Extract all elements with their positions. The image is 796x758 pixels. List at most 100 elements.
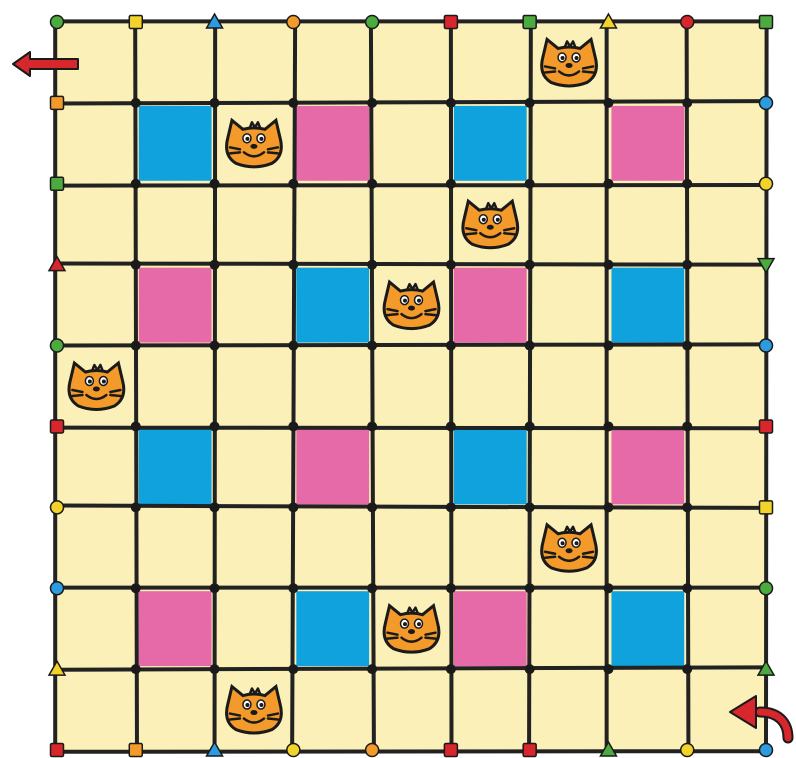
grid-node [210, 502, 220, 512]
grid-node [210, 664, 220, 674]
grid-node [367, 260, 377, 270]
grid-node [603, 179, 613, 189]
blue-square [454, 106, 527, 181]
cat-icon[interactable] [69, 363, 124, 410]
blue-square [139, 106, 212, 181]
grid-node [367, 341, 377, 351]
grid-node [367, 98, 377, 108]
grid-line-horizontal [57, 506, 766, 508]
grid-node [603, 664, 613, 674]
grid-node [446, 421, 456, 431]
grid-node [682, 179, 692, 189]
grid-node [525, 179, 535, 189]
marker-circle-icon [760, 96, 773, 109]
marker-circle-icon [681, 16, 694, 29]
pink-square [454, 268, 527, 343]
marker-square-icon [51, 177, 64, 190]
grid-line-horizontal [57, 751, 766, 752]
marker-square-icon [51, 420, 64, 433]
marker-circle-icon [51, 582, 64, 595]
grid-node [210, 341, 220, 351]
grid-node [367, 502, 377, 512]
grid-node [682, 260, 692, 270]
grid-node [288, 664, 298, 674]
marker-square-icon [129, 744, 142, 757]
cat-icon[interactable] [542, 39, 597, 86]
blue-square [296, 591, 369, 666]
pink-square [296, 106, 369, 181]
cat-icon[interactable] [227, 687, 282, 734]
grid-line-horizontal [57, 667, 766, 669]
grid-node [446, 664, 456, 674]
blue-square [454, 429, 527, 504]
grid-node [682, 664, 692, 674]
pink-square [139, 591, 212, 666]
grid-line-vertical [766, 22, 767, 750]
grid-line-vertical [687, 22, 689, 750]
grid-node [603, 341, 613, 351]
cat-icon[interactable] [463, 201, 518, 248]
blue-square [611, 591, 684, 666]
pink-square [296, 429, 369, 504]
grid-line-horizontal [57, 101, 766, 103]
grid-node [288, 341, 298, 351]
grid-node [682, 421, 692, 431]
grid-node [131, 341, 141, 351]
grid-node [288, 502, 298, 512]
grid-node [682, 98, 692, 108]
marker-circle-icon [51, 339, 64, 352]
grid-node [525, 341, 535, 351]
grid-node [210, 98, 220, 108]
marker-circle-icon [366, 16, 379, 29]
grid-line-vertical [451, 22, 452, 750]
grid-line-vertical [135, 22, 137, 750]
marker-square-icon [129, 16, 142, 29]
grid-line-horizontal [57, 428, 766, 429]
grid-node [446, 583, 456, 593]
grid-node [131, 260, 141, 270]
grid-node [525, 664, 535, 674]
grid-node [603, 421, 613, 431]
grid-node [288, 179, 298, 189]
marker-circle-icon [287, 744, 300, 757]
marker-circle-icon [366, 744, 379, 757]
grid-node [446, 98, 456, 108]
grid-node [682, 341, 692, 351]
grid-node [288, 98, 298, 108]
grid-node [603, 98, 613, 108]
cat-icon[interactable] [384, 282, 439, 329]
cat-icon[interactable] [384, 606, 439, 653]
cat-icon[interactable] [542, 525, 597, 572]
marker-square-icon [444, 16, 457, 29]
grid-node [367, 664, 377, 674]
marker-circle-icon [760, 177, 773, 190]
marker-square-icon [760, 501, 773, 514]
marker-square-icon [760, 16, 773, 29]
blue-square [139, 429, 212, 504]
cat-icon[interactable] [227, 120, 282, 167]
marker-square-icon [760, 420, 773, 433]
grid-node [603, 583, 613, 593]
grid-node [367, 421, 377, 431]
grid-node [131, 179, 141, 189]
grid-line-horizontal [57, 185, 766, 186]
grid-node [446, 179, 456, 189]
marker-circle-icon [287, 16, 300, 29]
marker-circle-icon [51, 501, 64, 514]
grid-node [131, 421, 141, 431]
grid-node [603, 260, 613, 270]
blue-square [296, 268, 369, 343]
grid-node [210, 583, 220, 593]
blue-square [611, 268, 684, 343]
grid-node [131, 583, 141, 593]
grid-node [367, 179, 377, 189]
grid-node [288, 583, 298, 593]
pink-square [139, 268, 212, 343]
grid-node [131, 502, 141, 512]
grid-node [603, 502, 613, 512]
grid-line-vertical [529, 22, 531, 750]
grid-node [367, 583, 377, 593]
marker-circle-icon [760, 744, 773, 757]
grid-node [525, 98, 535, 108]
